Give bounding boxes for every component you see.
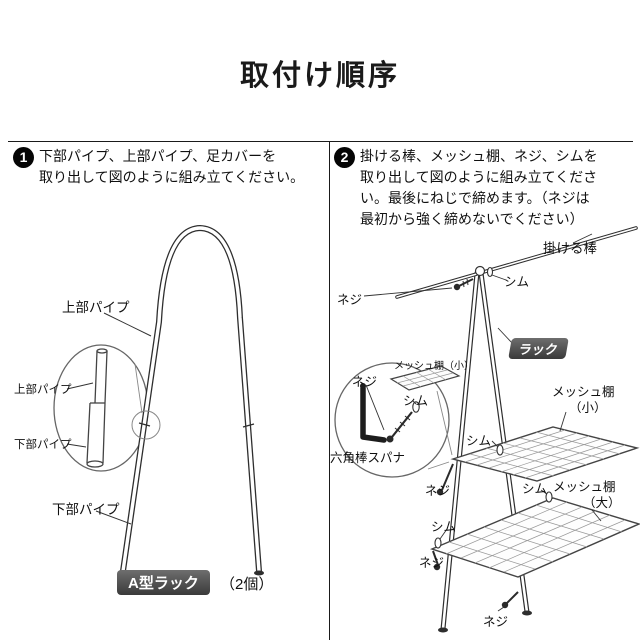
right-leader-lines <box>363 233 602 612</box>
magnified-mesh-piece <box>389 365 461 391</box>
instruction-line: 最初から強く締めないでください） <box>360 211 584 227</box>
instruction-line: 取り出して図のように組み立てください。 <box>39 169 305 185</box>
label-screw-bottom: ネジ <box>483 615 509 629</box>
rack-badge: ラック <box>508 338 569 359</box>
label-screw-low: ネジ <box>419 556 445 570</box>
label-mesh-small-line2: （小） <box>569 401 607 415</box>
a-type-rack-badge: A型ラック <box>117 570 210 595</box>
screw-icon-bottom <box>501 591 519 609</box>
screw-icon-mid <box>436 463 454 496</box>
label-zoom-mesh-small: メッシュ棚（小） <box>394 361 474 372</box>
label-shim-top: シム <box>504 275 530 289</box>
shim-icon-zoom <box>412 401 420 413</box>
label-zoom-shim: シム <box>403 394 429 408</box>
instruction-line: 下部パイプ、上部パイプ、足カバーを <box>39 148 277 164</box>
panel-divider <box>329 141 330 640</box>
apex-joint <box>474 265 486 277</box>
left-diagram <box>53 225 264 576</box>
shim-icon-top <box>486 266 494 278</box>
left-leader-lines <box>66 312 152 525</box>
step-1-badge: 1 <box>13 147 34 168</box>
instruction-line: い。最後にねじで締めます。（ネジは <box>360 190 590 206</box>
screw-icon-zoom <box>386 411 413 443</box>
label-mesh-large-line1: メッシュ棚 <box>553 480 616 494</box>
magnifier-cone-lines <box>427 390 453 470</box>
instruction-line: 取り出して図のように組み立てくださ <box>360 169 598 185</box>
label-hanging-rod: 掛ける棒 <box>543 241 597 256</box>
shim-icon-right <box>545 491 553 503</box>
mesh-shelf-small <box>450 426 640 482</box>
label-shim-right: シム <box>522 482 548 496</box>
label-hex-wrench: 六角棒スパナ <box>330 451 406 465</box>
label-screw-mid: ネジ <box>425 484 451 498</box>
label-upper-pipe: 上部パイプ <box>62 300 130 315</box>
shim-icon-low <box>434 537 442 549</box>
mesh-shelf-large <box>429 497 640 578</box>
step-1-instructions: 下部パイプ、上部パイプ、足カバーを 取り出して図のように組み立てください。 <box>39 146 304 188</box>
step-2-badge: 2 <box>334 147 355 168</box>
label-mesh-large-line2: （大） <box>583 496 621 510</box>
instruction-line: 掛ける棒、メッシュ棚、ネジ、シムを <box>360 148 598 164</box>
label-zoom-lower-pipe: 下部パイプ <box>14 439 72 451</box>
magnified-pipe-joint <box>86 348 108 468</box>
rack-foot-covers <box>438 610 532 633</box>
hex-wrench-icon <box>360 383 387 443</box>
screw-icon-low <box>432 550 441 571</box>
right-diagram <box>334 226 640 633</box>
label-mesh-small-line1: メッシュ棚 <box>552 385 615 399</box>
label-shim-low: シム <box>431 520 457 534</box>
label-screw-top: ネジ <box>337 293 363 307</box>
magnifier-ellipse <box>53 344 149 472</box>
shim-icon-mid <box>496 444 504 456</box>
label-zoom-upper-pipe: 上部パイプ <box>14 384 72 396</box>
label-shim-mid: シム <box>466 434 492 448</box>
label-zoom-screw: ネジ <box>352 375 378 389</box>
screw-icon-top <box>453 278 474 291</box>
pipe-joint-ticks <box>138 422 255 428</box>
panel-top-border <box>8 141 633 142</box>
a-frame-pipe <box>120 225 262 574</box>
page-title: 取付け順序 <box>239 60 400 92</box>
hanging-rod <box>395 226 638 299</box>
joint-highlight-circle <box>131 410 161 440</box>
label-rack-quantity: （2個） <box>220 576 274 593</box>
step-2-instructions: 掛ける棒、メッシュ棚、ネジ、シムを 取り出して図のように組み立てくださ い。最後… <box>360 146 598 230</box>
label-lower-pipe: 下部パイプ <box>52 502 120 517</box>
